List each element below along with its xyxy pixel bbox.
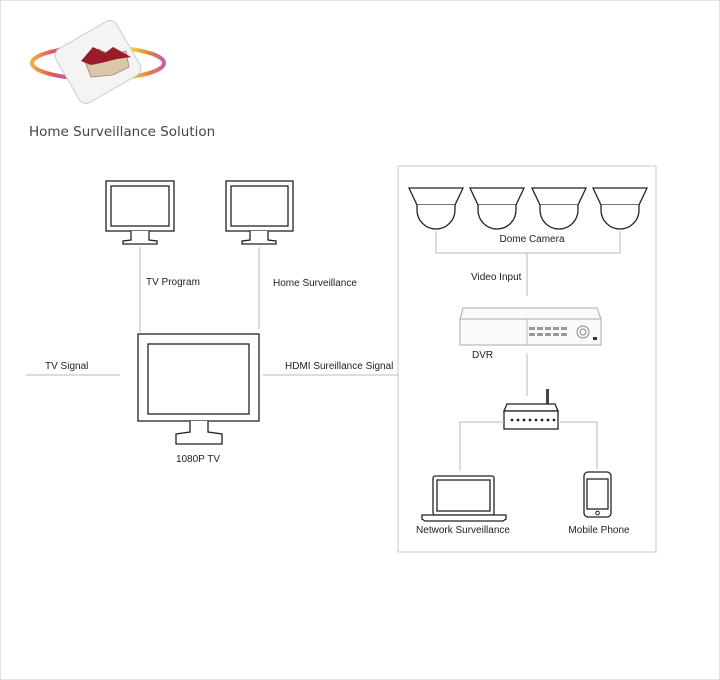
page-title: Home Surveillance Solution bbox=[29, 124, 215, 140]
dome-camera-icon bbox=[530, 187, 588, 230]
dome-camera-icon bbox=[591, 187, 649, 230]
dome-camera-label: Dome Camera bbox=[499, 234, 564, 245]
laptop-icon bbox=[421, 475, 507, 522]
mobile-phone-icon bbox=[583, 471, 612, 518]
hdmi-signal-label: HDMI Sureillance Signal bbox=[285, 361, 393, 372]
dvr-label: DVR bbox=[472, 350, 493, 361]
dome-camera-icon bbox=[468, 187, 526, 230]
surveillance-system-box bbox=[397, 165, 657, 553]
monitor-icon bbox=[225, 180, 294, 245]
monitor-icon bbox=[105, 180, 175, 245]
video-input-label: Video Input bbox=[471, 272, 522, 283]
tv-label: 1080P TV bbox=[176, 454, 220, 465]
tv-icon bbox=[137, 333, 260, 445]
router-icon bbox=[503, 389, 559, 430]
tv-program-label: TV Program bbox=[146, 277, 200, 288]
dvr-icon bbox=[459, 307, 602, 346]
tv-signal-label: TV Signal bbox=[45, 361, 88, 372]
mobile-phone-label: Mobile Phone bbox=[568, 525, 630, 536]
network-surveillance-label: Network Surveillance bbox=[416, 525, 510, 536]
home-surveillance-label: Home Surveillance bbox=[273, 278, 357, 289]
dome-camera-icon bbox=[407, 187, 465, 230]
house-logo-icon bbox=[30, 20, 166, 104]
